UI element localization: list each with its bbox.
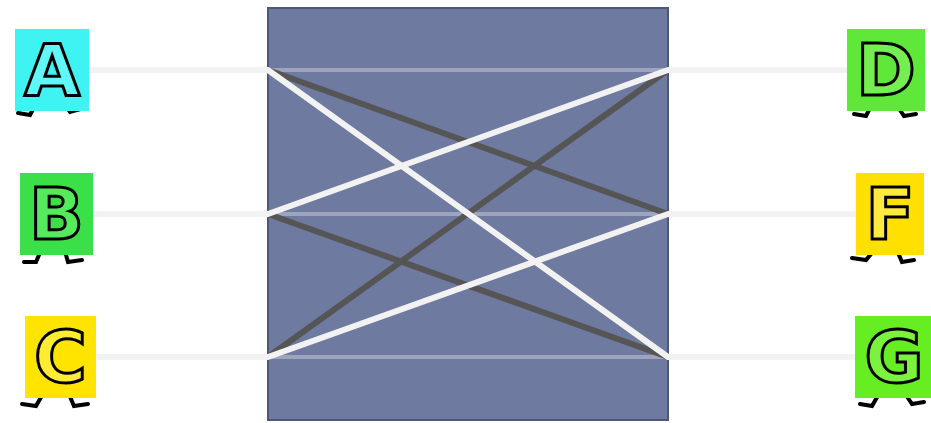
crossbar-connection xyxy=(89,70,856,214)
crossbar-connection xyxy=(96,214,856,357)
connector-layer xyxy=(89,70,856,357)
letter-character: G xyxy=(855,316,931,398)
letter-label: A xyxy=(24,34,80,106)
letter-character: F xyxy=(856,173,924,255)
letter-character: D xyxy=(847,29,925,111)
letter-character: A xyxy=(15,29,89,111)
letter-label: F xyxy=(865,178,914,250)
letter-character: C xyxy=(25,316,96,398)
crossbar-connection xyxy=(93,214,855,357)
letter-label: D xyxy=(856,34,916,106)
letter-character: B xyxy=(20,173,93,255)
letter-label: C xyxy=(34,321,87,393)
crossbar-connection xyxy=(89,70,855,357)
letter-label: G xyxy=(864,321,923,393)
letter-label: B xyxy=(29,178,84,250)
crossbar-connection xyxy=(93,70,847,214)
